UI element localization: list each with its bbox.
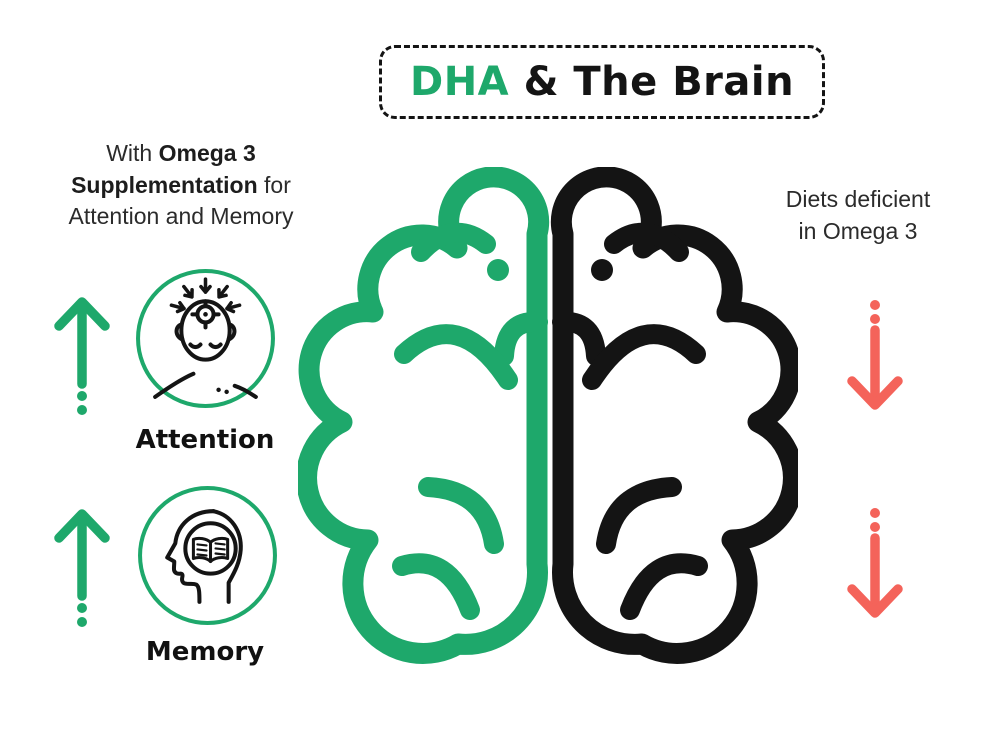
focused-head-target-icon	[136, 269, 275, 408]
up-arrow-icon	[54, 297, 110, 415]
left-heading-text: With	[106, 140, 159, 166]
brain-left-hemisphere	[307, 177, 539, 654]
left-heading-bold: Supplementation	[71, 171, 258, 198]
down-arrow-icon	[847, 508, 903, 618]
up-arrow-icon	[54, 509, 110, 627]
attention-label: Attention	[135, 425, 275, 455]
split-brain-icon	[298, 167, 798, 707]
title-box: DHA & The Brain	[379, 45, 826, 119]
open-book-in-head-icon	[138, 486, 277, 625]
title-rest: & The Brain	[509, 59, 795, 105]
right-heading-line2: in Omega 3	[798, 217, 918, 244]
title-highlight: DHA	[410, 59, 510, 105]
right-heading-line1: Diets deficient	[785, 186, 931, 212]
brain-right-hemisphere	[561, 177, 793, 654]
left-heading-text: Attention and Memory	[68, 203, 294, 229]
down-arrow-icon	[847, 300, 903, 410]
left-heading-bold: Omega 3	[158, 140, 256, 166]
page-title: DHA & The Brain	[410, 59, 794, 105]
left-heading: With Omega 3 Supplementation for Attenti…	[28, 138, 334, 233]
left-heading-text: for	[257, 171, 291, 198]
memory-label: Memory	[145, 637, 265, 667]
right-heading: Diets deficient in Omega 3	[754, 184, 962, 247]
